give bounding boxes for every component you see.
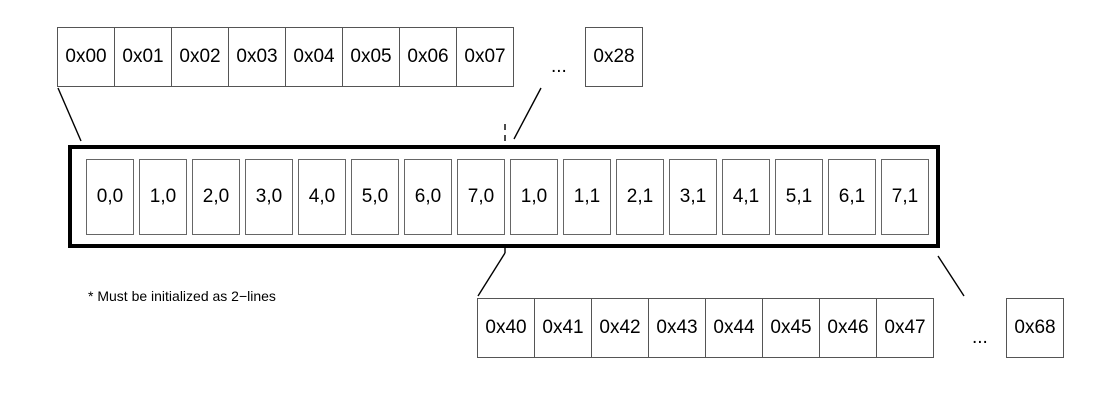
cache-word: 2,1 bbox=[616, 159, 664, 235]
cache-word: 1,0 bbox=[139, 159, 187, 235]
bottom-address-cell: 0x43 bbox=[648, 298, 706, 358]
bottom-address-cell: 0x42 bbox=[591, 298, 649, 358]
cache-word: 4,1 bbox=[722, 159, 770, 235]
bottom-address-tail-cell: 0x68 bbox=[1006, 298, 1064, 358]
bottom-address-cell: 0x45 bbox=[762, 298, 820, 358]
top-address-cell: 0x01 bbox=[114, 27, 172, 87]
top-address-cell: 0x00 bbox=[57, 27, 115, 87]
top-address-cell: 0x04 bbox=[285, 27, 343, 87]
leader-bottom-left bbox=[477, 252, 506, 297]
footnote-text: * Must be initialized as 2−lines bbox=[88, 288, 276, 304]
leader-top-left bbox=[57, 87, 82, 142]
top-address-cell: 0x07 bbox=[456, 27, 514, 87]
cache-word: 7,1 bbox=[881, 159, 929, 235]
top-address-strip: 0x00 0x01 0x02 0x03 0x04 0x05 0x06 0x07 bbox=[57, 27, 514, 87]
cache-word: 5,0 bbox=[351, 159, 399, 235]
top-address-cell: 0x06 bbox=[399, 27, 457, 87]
cache-word: 6,1 bbox=[828, 159, 876, 235]
bottom-address-ellipsis: ... bbox=[972, 327, 988, 348]
top-address-tail-cell: 0x28 bbox=[585, 27, 643, 87]
cache-word: 3,1 bbox=[669, 159, 717, 235]
leader-top-right bbox=[513, 87, 542, 140]
bottom-address-cell: 0x46 bbox=[819, 298, 877, 358]
cache-word: 4,0 bbox=[298, 159, 346, 235]
bottom-address-cell: 0x41 bbox=[534, 298, 592, 358]
bottom-address-cell: 0x40 bbox=[477, 298, 535, 358]
cache-word: 6,0 bbox=[404, 159, 452, 235]
top-address-cell: 0x03 bbox=[228, 27, 286, 87]
leader-bottom-right bbox=[937, 255, 965, 297]
top-address-cell: 0x02 bbox=[171, 27, 229, 87]
top-address-cell: 0x05 bbox=[342, 27, 400, 87]
bottom-address-cell: 0x44 bbox=[705, 298, 763, 358]
cache-word: 1,0 bbox=[510, 159, 558, 235]
cache-word: 0,0 bbox=[86, 159, 134, 235]
cache-word: 2,0 bbox=[192, 159, 240, 235]
bottom-address-cell: 0x47 bbox=[876, 298, 934, 358]
cache-word: 1,1 bbox=[563, 159, 611, 235]
cache-word: 5,1 bbox=[775, 159, 823, 235]
cache-word: 3,0 bbox=[245, 159, 293, 235]
cache-word: 7,0 bbox=[457, 159, 505, 235]
bottom-address-strip: 0x40 0x41 0x42 0x43 0x44 0x45 0x46 0x47 bbox=[477, 298, 934, 358]
top-address-ellipsis: ... bbox=[551, 56, 567, 77]
